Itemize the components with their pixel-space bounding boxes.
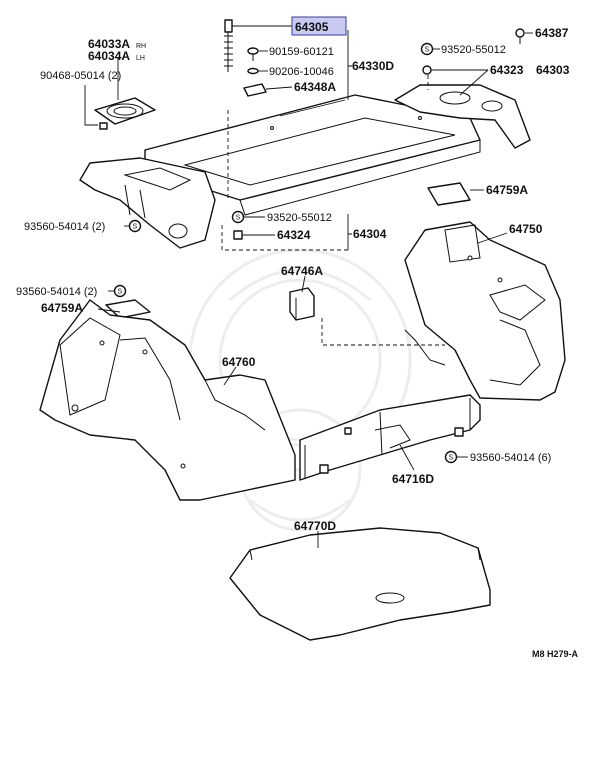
label-64330D[interactable]: 64330D (352, 59, 394, 73)
block-64746A (289, 287, 315, 321)
label-64770D[interactable]: 64770D (294, 519, 336, 533)
washer-90206 (247, 67, 259, 75)
label-64304[interactable]: 64304 (353, 227, 387, 241)
label-64323[interactable]: 64323 (490, 63, 524, 77)
diagram-code: M8 H279-A (532, 649, 579, 659)
label-93560-54014-right[interactable]: 93560-54014 (6) (470, 452, 551, 464)
retainer-64348A (243, 83, 267, 97)
s-clip-93560-b: S (113, 284, 127, 298)
label-90159-60121[interactable]: 90159-60121 (269, 46, 334, 58)
svg-text:S: S (425, 47, 430, 54)
label-93520-55012-lower[interactable]: 93520-55012 (267, 212, 332, 224)
s-clip-93560-c: S (444, 450, 458, 464)
svg-text:S: S (133, 224, 138, 231)
label-64033A[interactable]: 64033A (88, 37, 130, 51)
label-64303[interactable]: 64303 (536, 63, 570, 77)
svg-text:S: S (449, 455, 454, 462)
clip-64387 (515, 28, 525, 44)
nut-64324 (233, 230, 243, 240)
screw-90159 (247, 47, 259, 61)
s-clip-93520-upper: S (420, 42, 434, 56)
label-93560-54014-left-2[interactable]: 93560-54014 (2) (16, 286, 97, 298)
side-trim-64750 (404, 221, 566, 401)
leader-lines (84, 25, 533, 548)
label-64324[interactable]: 64324 (277, 228, 311, 242)
svg-text:S: S (236, 215, 241, 222)
pad-64759A-left (105, 299, 151, 319)
part-labels: 64305 64387 64033A RH 64034A LH 90159-60… (16, 20, 579, 659)
label-90206-10046[interactable]: 90206-10046 (269, 66, 334, 78)
label-64387[interactable]: 64387 (535, 26, 569, 40)
label-64746A[interactable]: 64746A (281, 264, 323, 278)
label-64760[interactable]: 64760 (222, 355, 256, 369)
label-64034A[interactable]: 64034A (88, 49, 130, 63)
s-clip-93520-lower: S (231, 210, 245, 224)
nut-64323 (422, 65, 432, 75)
label-64305[interactable]: 64305 (295, 20, 329, 34)
label-64034A-suffix: LH (136, 55, 145, 62)
label-90468-05014[interactable]: 90468-05014 (2) (40, 70, 121, 82)
side-trim-64760 (39, 299, 296, 501)
tray-bracket-right (394, 84, 531, 149)
highlight-64305 (291, 16, 347, 36)
rear-trim-64716D (299, 394, 481, 481)
label-64759A-left[interactable]: 64759A (41, 301, 83, 315)
label-93560-54014-left-1[interactable]: 93560-54014 (2) (24, 221, 105, 233)
bolt-64305 (224, 19, 233, 72)
label-64033A-suffix: RH (136, 43, 146, 50)
s-clip-93560-a: S (128, 219, 142, 233)
svg-text:S: S (118, 289, 123, 296)
floor-mat-64770D (229, 527, 491, 641)
label-64759A-right[interactable]: 64759A (486, 183, 528, 197)
tray-bracket-left (79, 157, 216, 249)
label-64750[interactable]: 64750 (509, 222, 543, 236)
label-93520-55012-upper[interactable]: 93520-55012 (441, 44, 506, 56)
label-64716D[interactable]: 64716D (392, 472, 434, 486)
pad-64759A-right (427, 182, 471, 206)
label-64348A[interactable]: 64348A (294, 80, 336, 94)
speaker-grille (94, 97, 156, 130)
